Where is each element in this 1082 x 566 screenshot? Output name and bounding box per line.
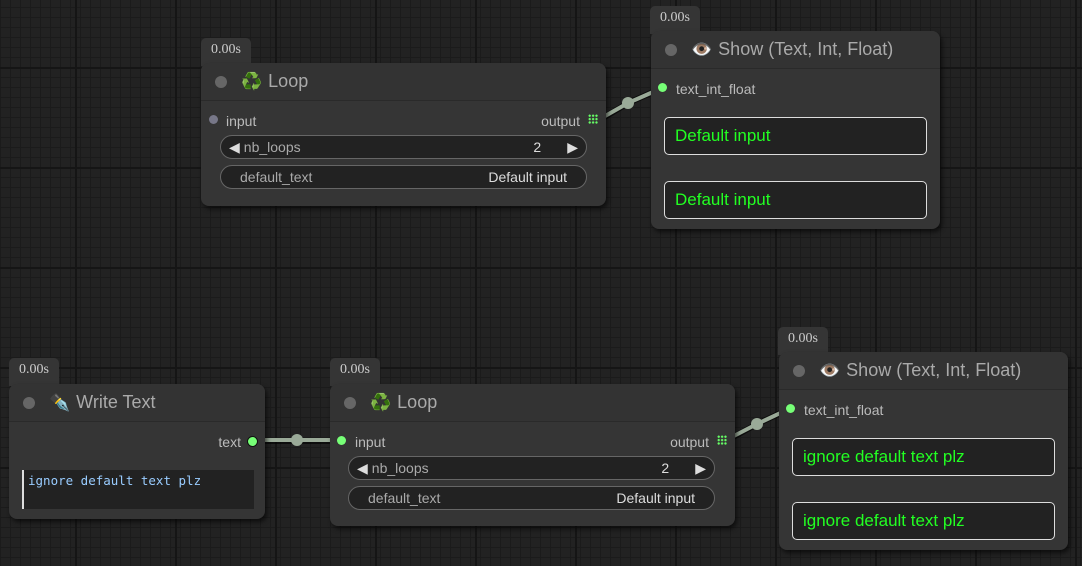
show-node[interactable]: 👁️ Show (Text, Int, Float) text_int_floa… (779, 352, 1068, 550)
node-title: Write Text (76, 392, 156, 412)
loop-node[interactable]: ♻️ Loop input output ◀ nb_loops 2 ▶ defa… (201, 63, 606, 206)
collapse-dot[interactable] (793, 364, 805, 377)
widget-value: 2 (533, 139, 542, 155)
link-midpoint (291, 434, 303, 446)
text-input-area[interactable]: ignore default text plz (22, 470, 254, 509)
loop-node[interactable]: ♻️ Loop input output ◀ nb_loops 2 ▶ defa… (330, 384, 735, 526)
eye-icon: 👁️ (819, 360, 841, 380)
input-label: input (355, 434, 386, 450)
input-slot[interactable] (209, 115, 218, 124)
widget-label: nb_loops (243, 139, 301, 155)
nb-loops-stepper[interactable]: ◀ nb_loops 2 ▶ (220, 135, 587, 159)
timing-badge: 0.00s (330, 358, 380, 386)
increment-arrow-icon[interactable]: ▶ (567, 138, 578, 155)
decrement-arrow-icon[interactable]: ◀ (229, 138, 240, 155)
timing-badge: 0.00s (650, 6, 700, 34)
recycle-icon: ♻️ (370, 392, 392, 412)
output-slot-grid-icon[interactable] (717, 435, 727, 445)
default-text-field[interactable]: default_text Default input (220, 165, 587, 189)
output-label: output (541, 113, 580, 129)
link-midpoint (622, 97, 634, 109)
recycle-icon: ♻️ (241, 71, 263, 91)
input-slot[interactable] (337, 436, 346, 445)
widget-label: nb_loops (371, 460, 429, 476)
node-title: Loop (268, 71, 309, 91)
timing-badge: 0.00s (9, 358, 59, 386)
node-title: Loop (397, 392, 438, 412)
output-text-box[interactable]: ignore default text plz (792, 438, 1055, 476)
write-text-node[interactable]: ✒️ Write Text text ignore default text p… (9, 384, 265, 519)
input-slot[interactable] (786, 404, 795, 413)
input-label: text_int_float (804, 402, 884, 418)
collapse-dot[interactable] (215, 75, 227, 88)
decrement-arrow-icon[interactable]: ◀ (357, 459, 368, 476)
eye-icon: 👁️ (691, 39, 713, 59)
widget-value: 2 (661, 460, 670, 476)
widget-value: Default input (488, 169, 567, 185)
output-text-box[interactable]: Default input (664, 181, 927, 219)
output-label: text (218, 434, 241, 450)
input-label: input (226, 113, 257, 129)
node-title-bar[interactable]: ♻️ Loop (201, 63, 606, 101)
widget-value: Default input (616, 490, 695, 506)
timing-badge: 0.00s (201, 38, 251, 66)
output-text-box[interactable]: Default input (664, 117, 927, 155)
output-slot[interactable] (247, 436, 258, 447)
collapse-dot[interactable] (344, 396, 356, 409)
link-midpoint (751, 418, 763, 430)
increment-arrow-icon[interactable]: ▶ (695, 459, 706, 476)
output-label: output (670, 434, 709, 450)
collapse-dot[interactable] (23, 396, 35, 409)
show-node[interactable]: 👁️ Show (Text, Int, Float) text_int_floa… (651, 31, 940, 229)
collapse-dot[interactable] (665, 43, 677, 56)
input-label: text_int_float (676, 81, 756, 97)
node-title-bar[interactable]: ✒️ Write Text (9, 384, 265, 422)
output-slot-grid-icon[interactable] (588, 114, 598, 124)
timing-badge: 0.00s (778, 327, 828, 355)
node-title-bar[interactable]: ♻️ Loop (330, 384, 735, 422)
node-title-bar[interactable]: 👁️ Show (Text, Int, Float) (651, 31, 940, 69)
widget-label: default_text (368, 490, 441, 506)
input-slot[interactable] (658, 83, 667, 92)
node-title: Show (Text, Int, Float) (846, 360, 1022, 380)
default-text-field[interactable]: default_text Default input (348, 486, 715, 510)
node-title-bar[interactable]: 👁️ Show (Text, Int, Float) (779, 352, 1068, 390)
output-text-box[interactable]: ignore default text plz (792, 502, 1055, 540)
widget-label: default_text (240, 169, 313, 185)
pen-icon: ✒️ (49, 392, 71, 412)
node-title: Show (Text, Int, Float) (718, 39, 894, 59)
nb-loops-stepper[interactable]: ◀ nb_loops 2 ▶ (348, 456, 715, 480)
